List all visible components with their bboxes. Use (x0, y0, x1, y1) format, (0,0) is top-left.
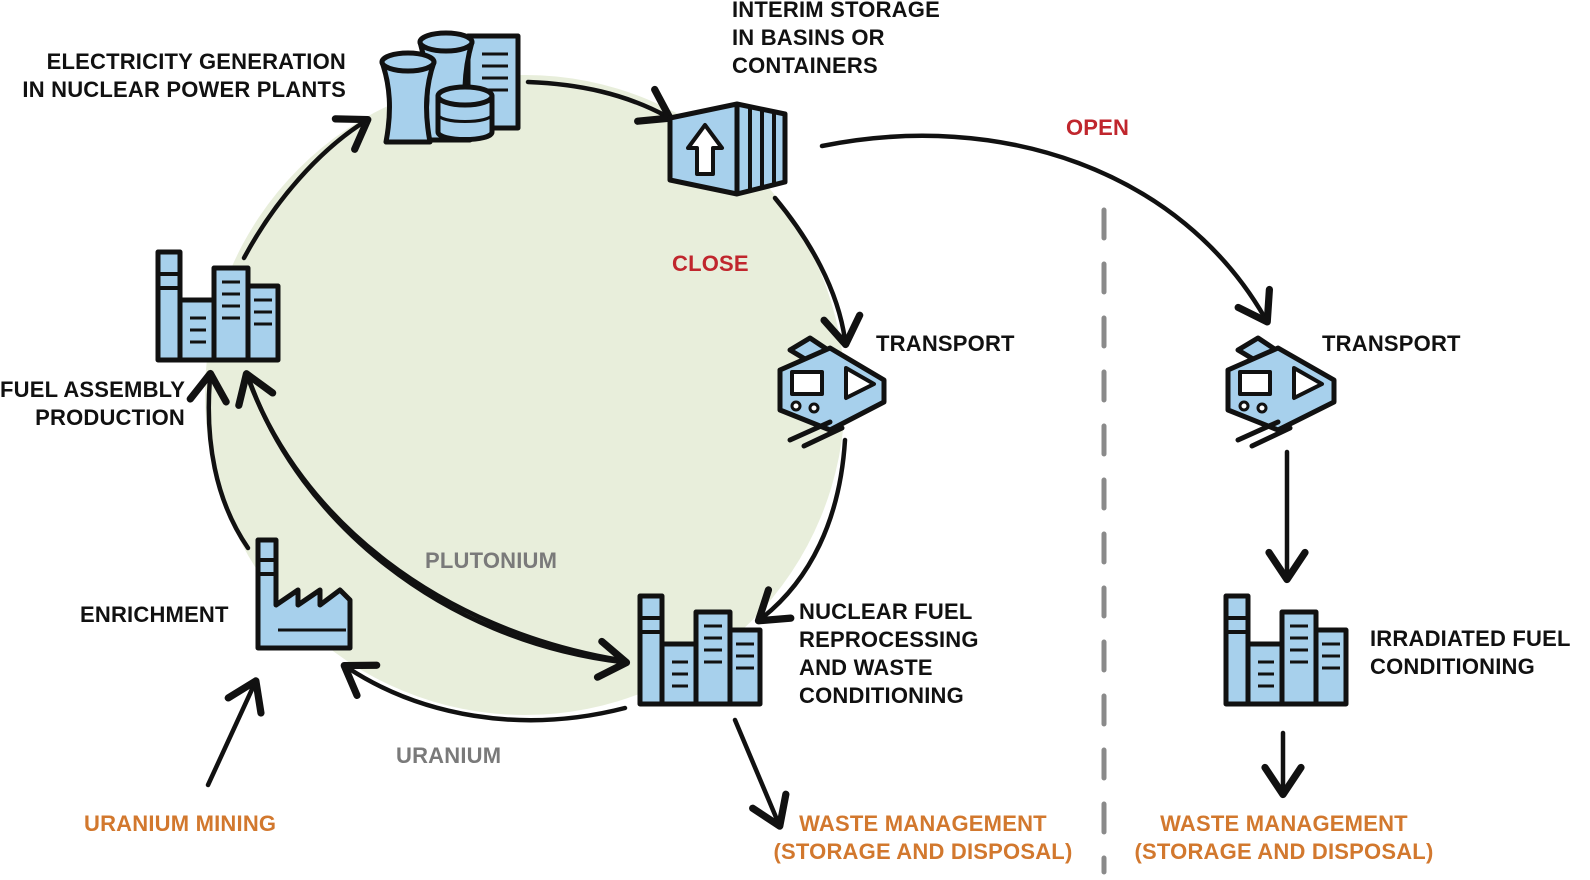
transport-train-icon-open (1225, 335, 1337, 449)
label-line: AND WASTE (799, 655, 933, 680)
label-line: CONDITIONING (799, 683, 964, 708)
label-line: INTERIM STORAGE (732, 0, 940, 22)
label-line: (STORAGE AND DISPOSAL) (1134, 839, 1434, 864)
arrow-reprocessing-to-enrichment (340, 661, 628, 723)
label-line: WASTE MANAGEMENT (1160, 811, 1408, 836)
factory-icon-fuel-assembly (155, 249, 281, 363)
label-line: WASTE MANAGEMENT (799, 811, 1047, 836)
label-nuclear-fuel-reprocessing: NUCLEAR FUEL REPROCESSING AND WASTE COND… (799, 598, 979, 710)
transport-train-icon-closed (777, 335, 887, 449)
label-plutonium: PLUTONIUM (425, 548, 558, 573)
label-line: NUCLEAR FUEL (799, 599, 973, 624)
factory-icon-reprocessing (637, 593, 763, 707)
label-uranium-mining: URANIUM MINING (84, 811, 277, 836)
label-line: PRODUCTION (35, 405, 185, 430)
label-line: IN NUCLEAR POWER PLANTS (22, 77, 346, 102)
label-waste-management-open: WASTE MANAGEMENT (STORAGE AND DISPOSAL) (1133, 810, 1435, 866)
storage-container-icon (667, 101, 788, 197)
label-line: IRRADIATED FUEL (1370, 626, 1571, 651)
label-line: CONDITIONING (1370, 654, 1535, 679)
arrow-fuel-assembly-to-plant (241, 115, 372, 261)
enrichment-plant-icon (255, 537, 353, 651)
arrow-interim-to-open-transport (819, 133, 1273, 326)
label-closed-cycle: CLOSE (672, 251, 749, 276)
arrow-reprocessing-to-waste (732, 717, 790, 830)
label-irradiated-fuel-conditioning: IRRADIATED FUEL CONDITIONING (1370, 625, 1571, 681)
label-line: IN BASINS OR (732, 25, 885, 50)
label-line: REPROCESSING (799, 627, 979, 652)
label-transport-open: TRANSPORT (1322, 331, 1461, 356)
label-transport-closed: TRANSPORT (876, 331, 1015, 356)
label-interim-storage: INTERIM STORAGE IN BASINS OR CONTAINERS (732, 0, 940, 80)
factory-icon-irradiated-conditioning (1223, 593, 1349, 707)
label-uranium: URANIUM (396, 743, 502, 768)
arrow-interim-to-transport (772, 195, 864, 349)
cycle-background (205, 75, 845, 715)
label-line: FUEL ASSEMBLY (0, 377, 186, 402)
label-fuel-assembly-production: FUEL ASSEMBLY PRODUCTION (0, 376, 185, 432)
label-line: CONTAINERS (732, 53, 878, 78)
label-line: (STORAGE AND DISPOSAL) (773, 839, 1073, 864)
label-line: ELECTRICITY GENERATION (46, 49, 346, 74)
label-electricity-generation: ELECTRICITY GENERATION IN NUCLEAR POWER … (20, 48, 346, 104)
arrow-transport-to-reprocessing (754, 437, 848, 625)
label-open-cycle: OPEN (1066, 115, 1130, 140)
arrow-fuel-assembly-to-reprocessing-plutonium (247, 379, 631, 681)
label-waste-management-closed: WASTE MANAGEMENT (STORAGE AND DISPOSAL) (772, 810, 1074, 866)
arrow-enrichment-to-fuel-assembly (186, 369, 251, 551)
nuclear-power-plant-icon (379, 30, 521, 145)
arrow-plant-to-interim (525, 79, 674, 125)
arrow-mining-to-enrichment (205, 677, 265, 788)
label-enrichment: ENRICHMENT (80, 602, 229, 627)
